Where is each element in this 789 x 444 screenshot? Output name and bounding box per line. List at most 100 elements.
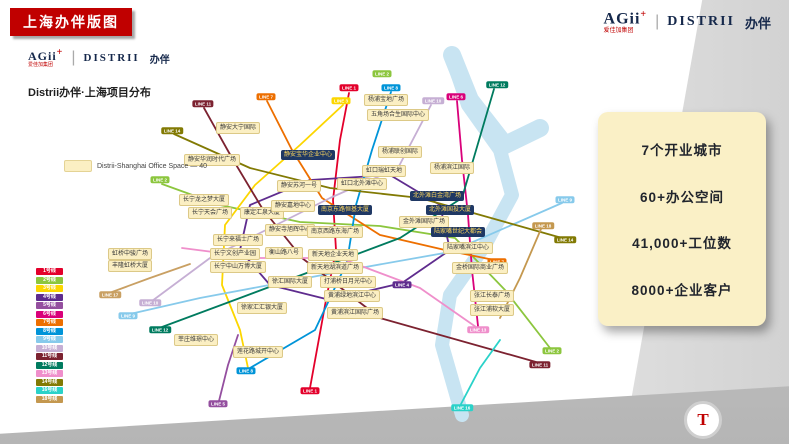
page-title: 上海办伴版图 [10, 8, 132, 36]
metro-line-1 [309, 92, 350, 389]
line-number-badge: LINE 7 [256, 93, 276, 101]
line-number-badge: LINE 4 [392, 281, 412, 289]
line-legend-item: 9号线 [36, 336, 63, 343]
line-legend-item: 12号线 [36, 361, 63, 369]
line-legend-item: 3号线 [36, 285, 63, 292]
line-legend-item: 16号线 [36, 387, 63, 394]
line-number-badge: LINE 2 [542, 347, 562, 355]
line-legend-item: 14号线 [36, 378, 63, 386]
line-legend-item: 2号线 [36, 276, 63, 284]
line-number-badge: LINE 11 [192, 100, 214, 108]
line-number-badge: LINE 11 [529, 361, 551, 369]
distrii-cn-label-small: 办伴 [149, 54, 170, 66]
line-number-badge: LINE 3 [331, 97, 351, 105]
station-badge: 静安嘉地中心 [270, 200, 316, 212]
station-badge: 衡山路八号 [264, 247, 304, 259]
distrii-logo: DISTRII [667, 14, 735, 30]
agii-logo: AGii+ 爱佳加集团 [603, 9, 648, 35]
line-legend-item: 6号线 [36, 310, 63, 318]
station-badge: 虹桥中骏广场 [107, 248, 153, 260]
station-badge: 杨浦滨江国际 [429, 162, 475, 174]
station-badge: 莘庄维璟中心 [173, 334, 219, 346]
line-number-badge: LINE 5 [208, 400, 228, 408]
line-number-badge: LINE 12 [486, 81, 508, 89]
line-number-badge: LINE 13 [467, 326, 489, 334]
line-legend-item: 5号线 [36, 302, 63, 309]
station-badge: 虹口北外滩中心 [336, 178, 388, 190]
station-badge: 新天地湖滨道广场 [306, 262, 364, 274]
station-badge: 陆家嘴滨江中心 [442, 242, 494, 254]
metro-line-16 [460, 339, 501, 405]
line-legend-item: 10号线 [36, 344, 63, 352]
agii-logo-small: AGii+ 爱佳加集团 [28, 48, 63, 68]
legend-label: Distrii-Shanghai Office Space — 40 [97, 162, 207, 170]
logo-divider: | [655, 13, 660, 31]
line-legend-item: 18号线 [36, 395, 63, 403]
line-legend-item: 1号线 [36, 268, 63, 275]
line-number-badge: LINE 6 [446, 93, 466, 101]
station-badge: 五角场合生国际中心 [366, 109, 430, 121]
line-number-badge: LINE 2 [372, 70, 392, 78]
station-badge: 黄浦绿地滨江中心 [323, 290, 381, 302]
stats-panel: 7个开业城市 60+办公空间 41,000+工位数 8000+企业客户 [598, 112, 766, 326]
line-legend-item: 13号线 [36, 370, 63, 377]
agii-mark: AGii+ [603, 9, 648, 28]
station-badge: 陆家嘴世纪大都会 [430, 227, 486, 237]
map-subtitle: Distrii办伴·上海项目分布 [28, 87, 151, 99]
line-number-badge: LINE 8 [236, 367, 256, 375]
watermark-logo: T [684, 401, 722, 439]
station-badge: 打浦桥日月光中心 [319, 276, 377, 288]
line-legend-item: 8号线 [36, 327, 63, 335]
line-legend-item: 7号线 [36, 319, 63, 326]
line-number-badge: LINE 9 [118, 312, 138, 320]
station-badge: 长宁天会广场 [187, 207, 233, 219]
station-badge: 静安大宁国际 [215, 122, 261, 134]
line-number-badge: LINE 18 [532, 222, 554, 230]
line-number-badge: LINE 14 [161, 127, 183, 135]
station-badge: 徐家汇汇银大厦 [236, 302, 288, 314]
line-number-badge: LINE 14 [554, 236, 576, 244]
station-badge: 张江浦软大厦 [469, 304, 515, 316]
metro-line-5 [218, 334, 239, 402]
line-number-badge: LINE 16 [451, 404, 473, 412]
station-badge: 杨浦宝地广场 [363, 94, 409, 106]
station-badge: 张江长泰广场 [469, 290, 515, 302]
stat-cities: 7个开业城市 [641, 142, 723, 158]
line-legend-item: 11号线 [36, 353, 63, 360]
line-number-badge: LINE 17 [99, 291, 121, 299]
stat-clients: 8000+企业客户 [631, 283, 733, 299]
agii-sub-label: 爱佳加集团 [603, 28, 634, 35]
agii-sub-label-small: 爱佳加集团 [28, 62, 54, 68]
line-number-badge: LINE 10 [139, 299, 161, 307]
watermark-glyph: T [697, 410, 709, 429]
agii-plus-small: + [56, 47, 64, 58]
station-badge: 长宁中山万博大厦 [209, 261, 267, 273]
logo-divider-small: | [71, 49, 76, 66]
station-badge: 杨浦联创国际 [377, 146, 423, 158]
station-badge: 长宁龙之梦大厦 [178, 194, 230, 206]
station-badge: 莲花路城开中心 [232, 346, 284, 358]
line-number-badge: LINE 1 [300, 387, 320, 395]
station-badge: 新天地企业天地 [307, 249, 359, 261]
line-number-badge: LINE 9 [555, 196, 575, 204]
station-badge: 南京西路东海广场 [306, 226, 364, 238]
station-badge: 虹口瑞虹天地 [361, 165, 407, 177]
station-badge: 静安苏河一号 [276, 180, 322, 192]
station-badge: 北外滩白金湾广场 [409, 191, 465, 201]
station-badge: 长宁文创产业园 [209, 248, 261, 260]
station-badge: 南京东路恒基大厦 [317, 205, 373, 215]
station-badge: 丰隆虹桥大厦 [107, 260, 153, 272]
office-space-legend: Distrii-Shanghai Office Space — 40 [64, 160, 207, 172]
line-number-badge: LINE 1 [339, 84, 359, 92]
slide-brand: AGii+ 爱佳加集团 | DISTRII 办伴 [28, 48, 170, 68]
stat-spaces: 60+办公空间 [640, 189, 724, 205]
huangpu-river-upper [443, 46, 549, 154]
agii-plus: + [640, 9, 648, 20]
station-badge: 长宁来福士广场 [212, 234, 264, 246]
station-badge: 黄浦滨江国际广场 [326, 307, 384, 319]
stat-workstations: 41,000+工位数 [632, 236, 732, 252]
legend-swatch [64, 160, 92, 172]
line-number-badge: LINE 8 [381, 84, 401, 92]
